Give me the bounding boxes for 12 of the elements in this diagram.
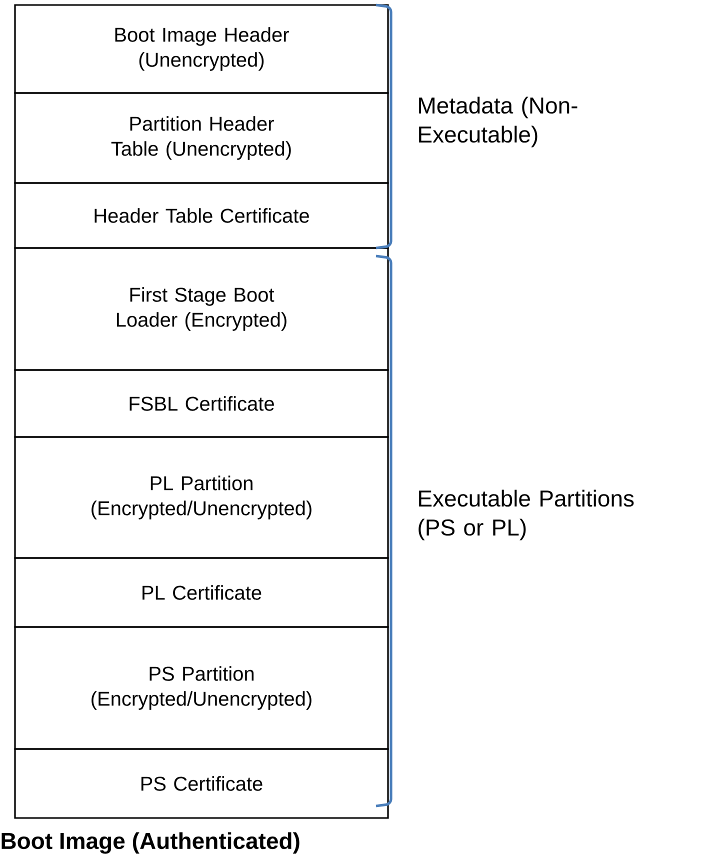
partition-box: Partition Header Table (Unencrypted) [14,92,389,184]
partition-box: Boot Image Header (Unencrypted) [14,4,389,94]
partition-box: Header Table Certificate [14,182,389,249]
partition-box: PL Certificate [14,557,389,628]
partition-box: PL Partition (Encrypted/Unencrypted) [14,436,389,559]
partition-box: PS Partition (Encrypted/Unencrypted) [14,626,389,750]
bracket-label: Metadata (Non-Executable) [419,96,578,148]
partition-box: FSBL Certificate [14,369,389,438]
bracket-label: Executable Partitions (PS or PL) [418,490,634,540]
partition-box: PS Certificate [14,748,389,819]
caption: Boot Image (Authenticated) [2,832,300,854]
partition-box: First Stage Boot Loader (Encrypted) [14,247,389,371]
